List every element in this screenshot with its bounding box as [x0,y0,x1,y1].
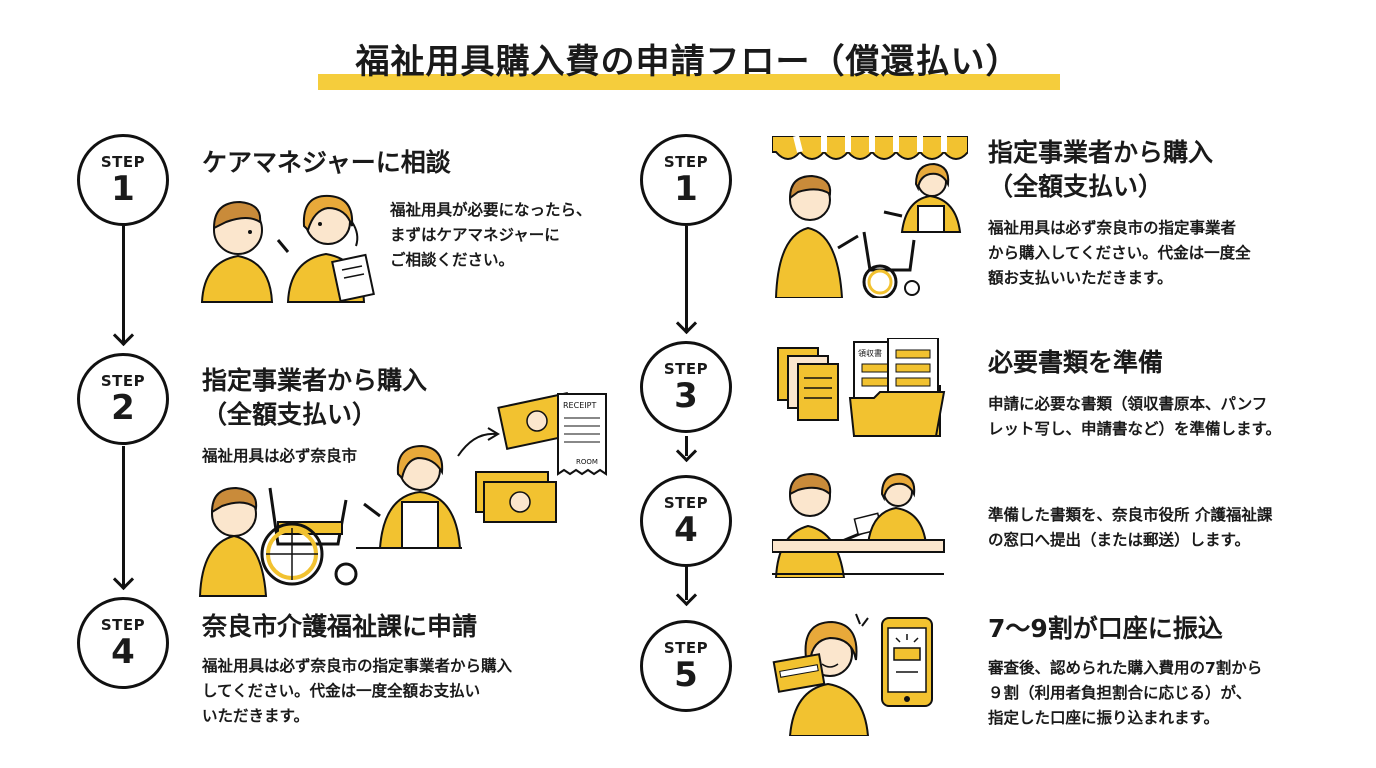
heading-line: （全額支払い） [988,172,1164,201]
description-line: まずはケアマネジャーに [390,226,560,244]
step-label: STEP [663,153,709,171]
connector-line [685,566,688,600]
step-heading: 7〜9割が口座に振込 [988,614,1223,643]
step-label: STEP [100,153,146,171]
step-number: 4 [111,632,135,672]
step-number: 5 [674,655,698,695]
step-description: 福祉用具は必ず奈良市 [202,444,357,469]
shop-wheelchair-icon [772,136,968,298]
step-description: 準備した書類を、奈良市役所 介護福祉課 の窓口へ提出（または郵送）します。 [988,503,1272,553]
step-description: 福祉用具が必要になったら、 まずはケアマネジャーに ご相談ください。 [390,198,592,273]
step-description: 福祉用具は必ず奈良市の指定事業者 から購入してください。代金は一度全 額お支払い… [988,216,1251,291]
title-highlight [318,74,1060,90]
step-description: 申請に必要な書類（領収書原本、パンフ レット写し、申請書など）を準備します。 [988,392,1281,442]
step-circle: STEP 1 [640,134,732,226]
step-circle: STEP 4 [77,597,169,689]
step-description: 福祉用具は必ず奈良市の指定事業者から購入 してください。代金は一度全額お支払い … [202,654,512,729]
description-line: 福祉用具が必要になったら、 [390,201,592,219]
description-line: 準備した書類を、奈良市役所 介護福祉課 [988,506,1273,524]
description-line: ９割（利用者負担割合に応じる）が、 [988,684,1252,702]
consultation-icon [200,194,375,303]
step-number: 1 [111,169,135,209]
connector-line [685,436,688,456]
connector-arrow [112,568,135,591]
description-line: ご相談ください。 [390,251,515,269]
step-number: 1 [674,169,698,209]
step-circle: STEP 5 [640,620,732,712]
receipt-title: RECEIPT [563,401,596,410]
description-line: いただきます。 [202,707,309,725]
counter-submit-icon [772,472,945,578]
step-heading: 指定事業者から購入 （全額支払い） [988,136,1213,204]
description-line: 福祉用具は必ず奈良市 [202,447,358,465]
step-label: STEP [663,494,709,512]
step-number: 2 [111,388,135,428]
connector-line [685,226,688,330]
step-heading: 指定事業者から購入 （全額支払い） [202,364,427,432]
connector-arrow [675,584,698,607]
step-number: 3 [674,376,698,416]
documents-folder-icon: 領収書 [777,338,946,437]
step-circle: STEP 1 [77,134,169,226]
step-circle: STEP 3 [640,341,732,433]
step-circle: STEP 4 [640,475,732,567]
step-circle: STEP 2 [77,353,169,445]
heading-line: 指定事業者から購入 [988,138,1214,167]
page-title: 福祉用具購入費の申請フロー（償還払い） [355,42,1021,82]
step-label: STEP [100,372,146,390]
description-line: の窓口へ提出（または郵送）します。 [988,531,1250,549]
heading-line: （全額支払い） [202,400,378,429]
heading-line: 指定事業者から購入 [202,366,428,395]
step-heading: 必要書類を準備 [988,348,1164,377]
bank-transfer-icon [772,613,933,736]
connector-arrow [112,324,135,347]
step-label: STEP [663,360,709,378]
description-line: 申請に必要な書類（領収書原本、パンフ [988,395,1268,413]
step-heading: 奈良市介護福祉課に申請 [202,612,478,641]
receipt-footer: ROOM [576,458,598,466]
connector-arrow [675,440,698,463]
title-container: 福祉用具購入費の申請フロー（償還払い） [0,34,1376,83]
connector-line [122,446,125,586]
connector-arrow [675,312,698,335]
description-line: 額お支払いいただきます。 [988,269,1173,287]
description-line: から購入してください。代金は一度全 [988,244,1251,262]
description-line: 審査後、認められた購入費用の7割から [988,659,1263,677]
description-line: してください。代金は一度全額お支払い [202,682,481,700]
step-number: 4 [674,510,698,550]
description-line: 福祉用具は必ず奈良市の指定事業者から購入 [202,657,513,675]
connector-line [122,226,125,342]
purchase-icon: RECEIPT ROOM [198,391,607,597]
description-line: 福祉用具は必ず奈良市の指定事業者 [988,219,1237,237]
description-line: 指定した口座に振り込まれます。 [988,709,1219,727]
step-label: STEP [100,616,146,634]
description-line: レット写し、申請書など）を準備します。 [988,420,1281,438]
document-label: 領収書 [858,348,882,358]
step-label: STEP [663,639,709,657]
step-heading: ケアマネジャーに相談 [202,148,451,177]
step-description: 審査後、認められた購入費用の7割から ９割（利用者負担割合に応じる）が、 指定し… [988,656,1262,731]
